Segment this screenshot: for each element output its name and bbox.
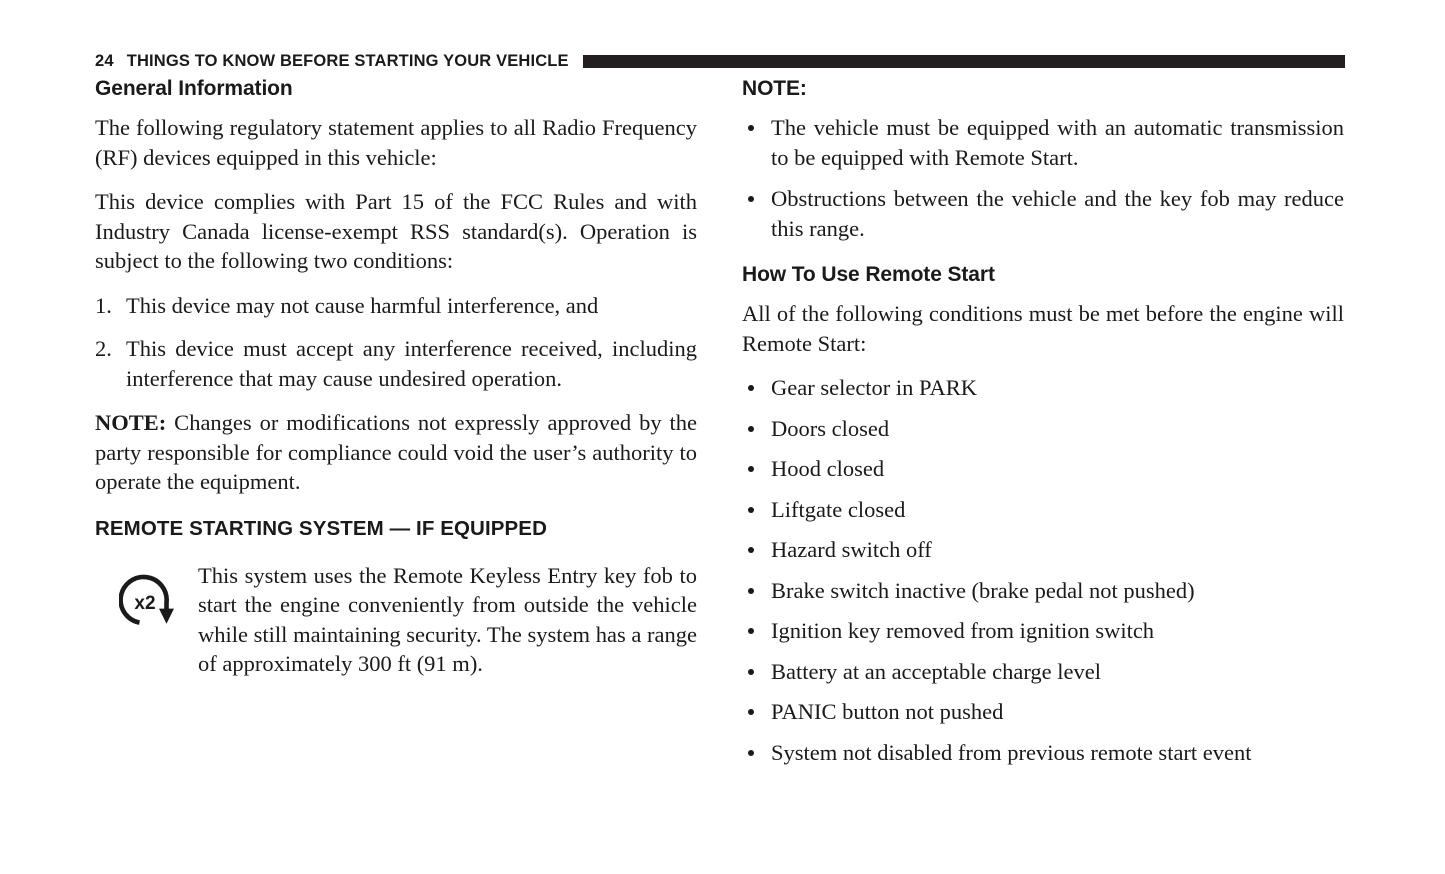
bullet-icon	[748, 506, 754, 513]
right-column: NOTE: The vehicle must be equipped with …	[742, 76, 1344, 767]
list-item-text: Hood closed	[771, 456, 885, 481]
heading-how-to-use-remote-start: How To Use Remote Start	[742, 263, 995, 286]
list-item: Obstructions between the vehicle and the…	[742, 184, 1344, 243]
list-item: 2. This device must accept any interfere…	[95, 334, 697, 393]
note-bullet-list: The vehicle must be equipped with an aut…	[742, 113, 1344, 243]
list-marker: 2.	[95, 336, 112, 361]
bullet-icon	[748, 628, 754, 634]
list-item: The vehicle must be equipped with an aut…	[742, 113, 1344, 172]
circular-arrow-x2-icon: x2	[95, 561, 198, 630]
fcc-conditions-list: 1. This device may not cause harmful int…	[95, 291, 697, 394]
list-marker: 1.	[95, 292, 112, 318]
list-item-text: Gear selector in PARK	[771, 375, 978, 400]
bullet-icon	[748, 749, 754, 756]
list-item-text: Brake switch inactive (brake pedal not p…	[771, 577, 1195, 603]
list-item-text: Hazard switch off	[771, 537, 932, 562]
paragraph-regulatory-statement: The following regulatory statement appli…	[95, 115, 697, 170]
paragraph-note-modifications: NOTE: Changes or modifications not expre…	[95, 408, 697, 497]
remote-start-icon-block: x2 This system uses the Remote Keyless E…	[95, 561, 697, 679]
list-item-text: System not disabled from previous remote…	[771, 739, 1252, 765]
bullet-icon	[748, 125, 754, 131]
list-item: 1. This device may not cause harmful int…	[95, 291, 697, 321]
paragraph-fcc-compliance: This device complies with Part 15 of the…	[95, 189, 697, 273]
list-item: Hood closed	[742, 454, 1344, 484]
bullet-icon	[748, 466, 754, 472]
bullet-icon	[748, 385, 754, 391]
list-item-text: Doors closed	[771, 415, 890, 441]
remote-start-description: This system uses the Remote Keyless Entr…	[198, 562, 697, 677]
list-item-text: Ignition key removed from ignition switc…	[771, 618, 1155, 643]
heading-general-information: General Information	[95, 77, 293, 100]
list-item-text: PANIC button not pushed	[771, 699, 1004, 724]
bullet-icon	[748, 709, 754, 715]
running-header: 24 THINGS TO KNOW BEFORE STARTING YOUR V…	[95, 48, 1345, 74]
list-item-text: Battery at an acceptable charge level	[771, 658, 1102, 684]
list-item: Gear selector in PARK	[742, 373, 1344, 403]
header-rule	[582, 54, 1345, 68]
bullet-icon	[748, 196, 754, 202]
list-item: Doors closed	[742, 414, 1344, 444]
bullet-icon	[748, 547, 754, 553]
remote-start-conditions-list: Gear selector in PARK Doors closed Hood …	[742, 373, 1344, 767]
list-item: System not disabled from previous remote…	[742, 738, 1344, 768]
list-item-text: The vehicle must be equipped with an aut…	[771, 115, 1344, 170]
list-item: Battery at an acceptable charge level	[742, 657, 1344, 687]
list-item-text: Obstructions between the vehicle and the…	[771, 186, 1344, 241]
note-body-text: Changes or modifications not expressly a…	[95, 410, 697, 494]
list-item: PANIC button not pushed	[742, 697, 1344, 727]
list-item: Hazard switch off	[742, 535, 1344, 565]
list-item: Brake switch inactive (brake pedal not p…	[742, 576, 1344, 606]
list-item-text: This device may not cause harmful interf…	[126, 292, 599, 318]
bullet-icon	[748, 668, 754, 675]
list-item-text: Liftgate closed	[771, 496, 906, 522]
list-item-text: This device must accept any interference…	[126, 336, 697, 391]
paragraph-remote-start-conditions-intro: All of the following conditions must be …	[742, 301, 1344, 356]
page-number: 24	[95, 51, 114, 70]
list-item: Liftgate closed	[742, 495, 1344, 525]
svg-text:x2: x2	[134, 593, 155, 614]
heading-remote-starting-system: REMOTE STARTING SYSTEM — IF EQUIPPED	[95, 516, 547, 540]
heading-note: NOTE:	[742, 77, 807, 100]
bullet-icon	[748, 587, 754, 594]
note-label: NOTE:	[95, 410, 167, 435]
two-column-body: General Information The following regula…	[0, 76, 1445, 866]
list-item: Ignition key removed from ignition switc…	[742, 616, 1344, 646]
bullet-icon	[748, 425, 754, 432]
header-title: THINGS TO KNOW BEFORE STARTING YOUR VEHI…	[126, 51, 569, 70]
left-column: General Information The following regula…	[95, 76, 697, 679]
